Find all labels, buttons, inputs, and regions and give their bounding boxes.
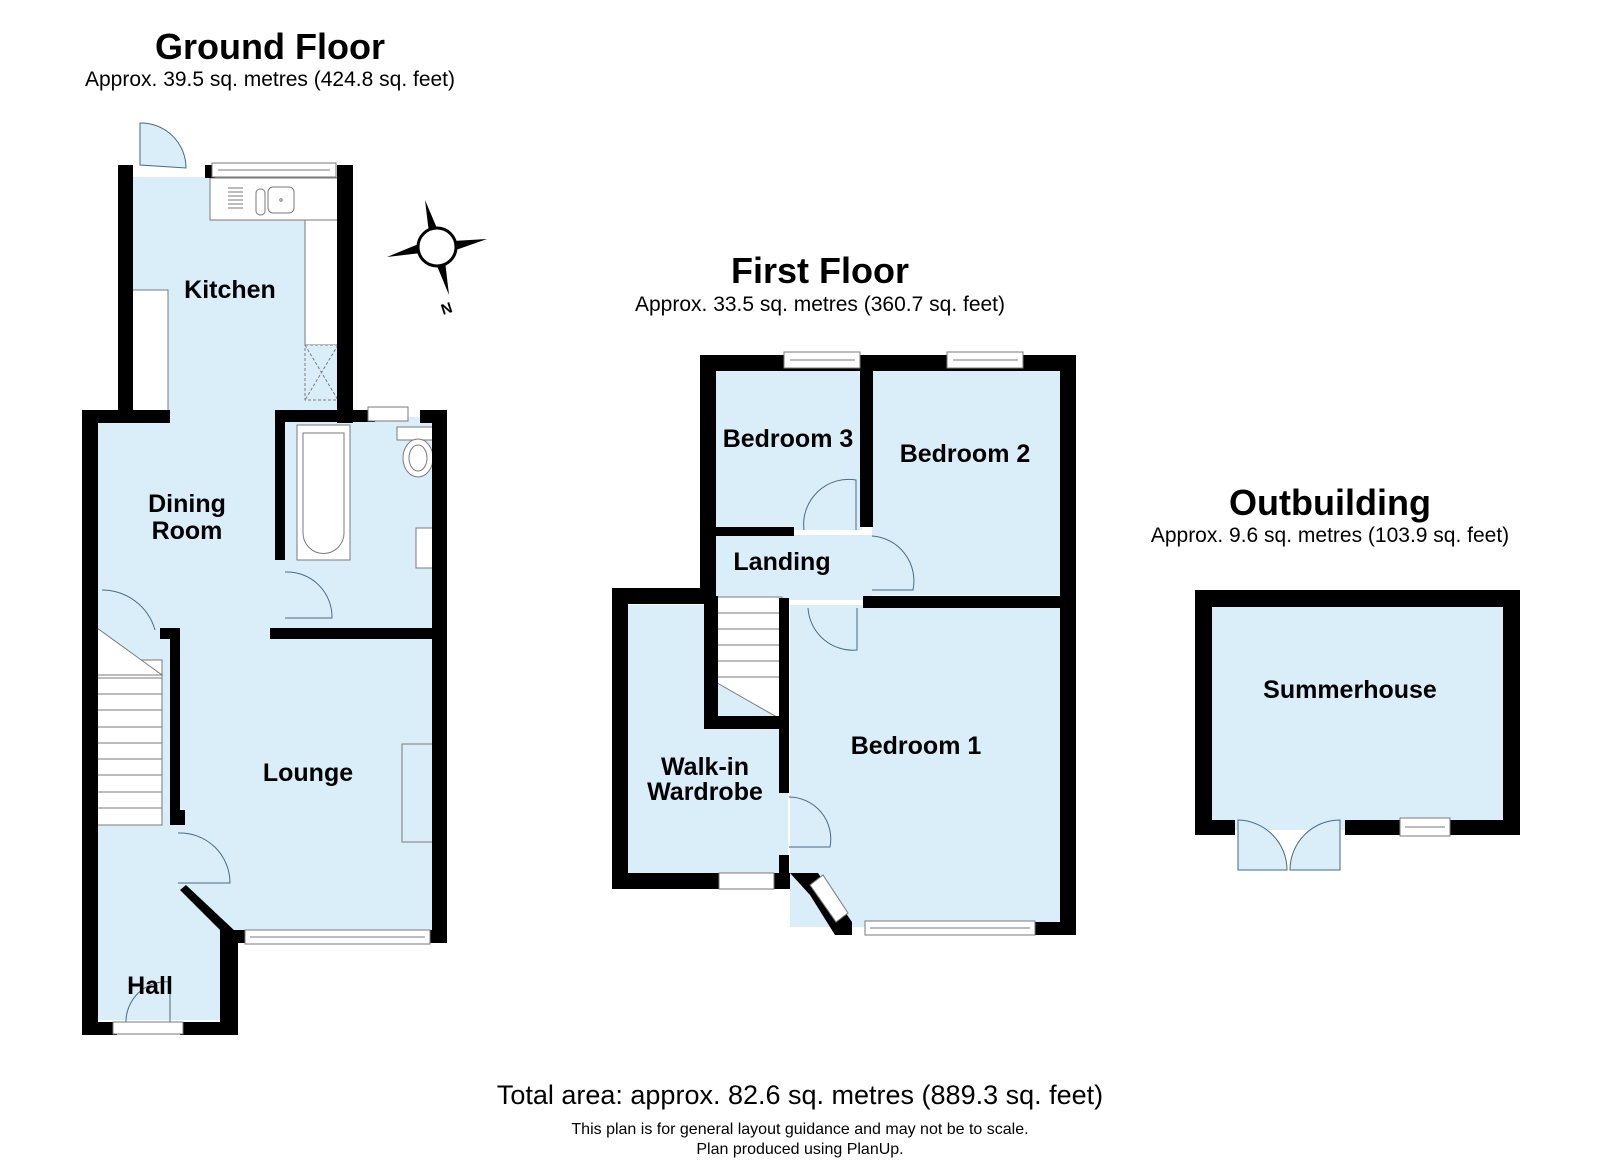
room-label-dining-1: Dining: [148, 490, 226, 518]
front-door-threshold: [112, 1021, 184, 1035]
outbuilding-plan: [1195, 590, 1520, 871]
outbuilding-area: Approx. 9.6 sq. metres (103.9 sq. feet): [1150, 524, 1510, 547]
ground-stairs: [96, 627, 164, 826]
ground-floor-title: Ground Floor: [155, 26, 385, 67]
bedroom1-bay-window: [809, 874, 849, 923]
first-floor-stairs: [711, 596, 784, 721]
bedroom2-area: [872, 370, 1060, 595]
bathroom-window: [367, 406, 409, 422]
room-label-wardrobe-1: Walk-in: [661, 753, 749, 781]
first-floor-plan: [612, 351, 1076, 936]
first-floor-windows: [718, 351, 1036, 936]
bedroom3-area: [712, 370, 862, 530]
ground-floor-walls: [82, 165, 447, 1035]
ground-floor-doors: [101, 122, 333, 1023]
room-label-bedroom-2: Bedroom 2: [900, 440, 1031, 468]
kitchen-back-door: [139, 122, 187, 169]
room-label-dining-2: Room: [152, 517, 223, 545]
room-label-wardrobe-2: Wardrobe: [647, 778, 763, 806]
room-label-kitchen: Kitchen: [184, 276, 276, 304]
front-door: [125, 981, 171, 1023]
kitchen-units: [129, 177, 339, 419]
compass-rose-icon: N: [387, 200, 487, 319]
kitchen-sink-icon: [228, 186, 295, 216]
hall-area: [96, 830, 220, 1020]
ground-floor-windows: [112, 162, 431, 1035]
ground-floor-area: Approx. 39.5 sq. metres (424.8 sq. feet): [84, 68, 456, 91]
first-floor-doors: [788, 478, 915, 848]
first-floor-area: Approx. 33.5 sq. metres (360.7 sq. feet): [634, 293, 1006, 316]
bedroom1-area: [790, 605, 1060, 927]
disclaimer: This plan is for general layout guidance…: [571, 1121, 1029, 1138]
compass-north-label: N: [439, 299, 455, 319]
first-floor-title: First Floor: [731, 250, 909, 291]
first-floor-room-fills: [628, 370, 1060, 927]
room-label-landing: Landing: [733, 548, 830, 576]
room-label-lounge: Lounge: [263, 759, 353, 787]
summerhouse-double-doors: [1237, 819, 1341, 871]
landing-area: [712, 535, 872, 600]
room-label-hall: Hall: [127, 972, 173, 1000]
total-area: Total area: approx. 82.6 sq. metres (889…: [496, 1080, 1104, 1110]
room-label-bedroom-3: Bedroom 3: [723, 425, 854, 453]
wardrobe-window: [718, 872, 775, 890]
bathtub-icon: [296, 424, 351, 561]
toilet-cistern: [396, 426, 435, 441]
outbuilding-title: Outbuilding: [1229, 482, 1431, 523]
outbuilding-window: [1399, 817, 1451, 837]
room-label-summerhouse: Summerhouse: [1263, 676, 1437, 704]
ground-floor-plan: [82, 122, 447, 1035]
bathroom-fixtures: [296, 424, 437, 569]
plan-credit: Plan produced using PlanUp.: [696, 1141, 904, 1158]
room-label-bedroom-1: Bedroom 1: [851, 732, 982, 760]
